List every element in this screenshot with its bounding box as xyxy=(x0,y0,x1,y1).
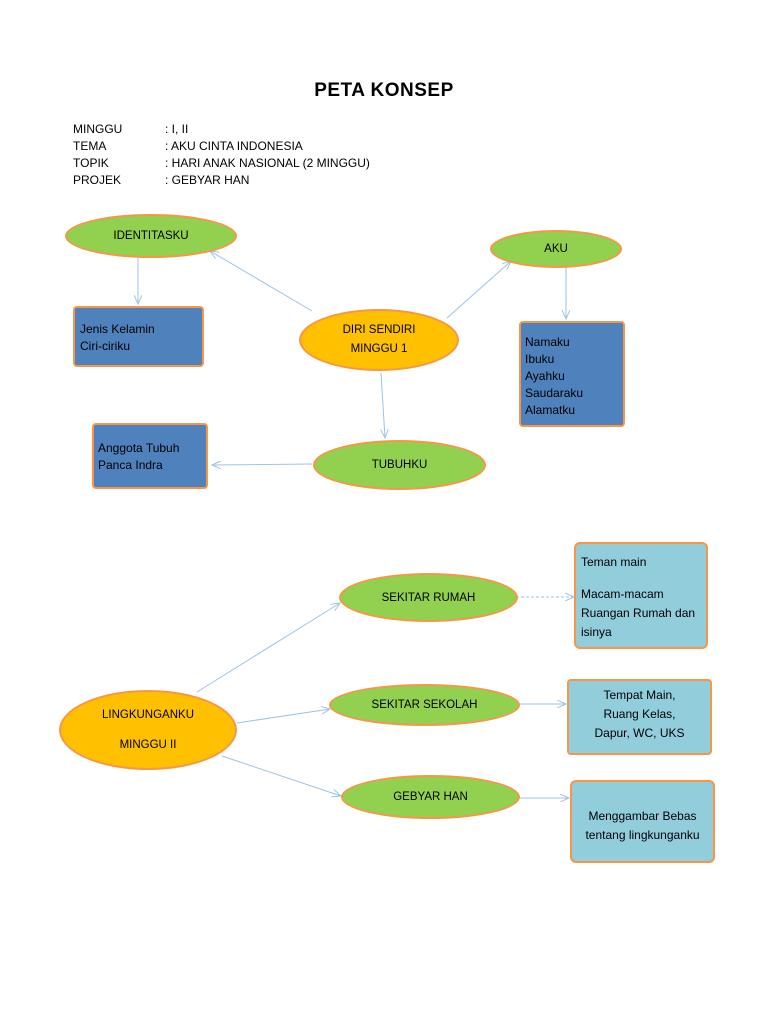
box-line: Saudaraku xyxy=(525,386,584,400)
box-line: Ruangan Rumah dan xyxy=(581,606,696,620)
header-info: MINGGU : I, II TEMA : AKU CINTA INDONESI… xyxy=(73,121,370,189)
node-label-line: MINGGU 1 xyxy=(350,343,408,355)
box-sekolah-detail: Tempat Main, Ruang Kelas, Dapur, WC, UKS xyxy=(567,679,712,755)
box-line: Tempat Main, xyxy=(603,688,676,702)
node-label-line: LINGKUNGANKU xyxy=(101,709,195,721)
box-line: Menggambar Bebas xyxy=(588,809,697,823)
box-line: Ruang Kelas, xyxy=(603,707,676,721)
node-aku: AKU xyxy=(490,230,622,268)
meta-row-tema: TEMA : AKU CINTA INDONESIA xyxy=(73,138,370,155)
page-title: PETA KONSEP xyxy=(314,80,454,101)
node-label: SEKITAR SEKOLAH xyxy=(371,699,478,711)
meta-row-minggu: MINGGU : I, II xyxy=(73,121,370,138)
box-line: Alamatku xyxy=(525,403,576,417)
node-lingkunganku: LINGKUNGANKU MINGGU II xyxy=(59,690,237,770)
meta-value: : GEBYAR HAN xyxy=(165,173,250,187)
box-line: Ciri-ciriku xyxy=(80,339,130,353)
edge-diri-to-identitasku xyxy=(210,251,313,312)
meta-key: PROJEK xyxy=(73,173,122,187)
meta-key: MINGGU xyxy=(73,122,123,136)
node-label: TUBUHKU xyxy=(371,459,428,471)
box-line: Dapur, WC, UKS xyxy=(594,726,685,740)
node-label: AKU xyxy=(544,243,568,255)
box-rumah-detail: Teman main Macam-macam Ruangan Rumah dan… xyxy=(574,542,708,649)
box-line: Namaku xyxy=(525,335,570,349)
box-line: Ibuku xyxy=(525,352,555,366)
meta-key: TEMA xyxy=(73,139,107,153)
box-aku-detail: Namaku Ibuku Ayahku Saudaraku Alamatku xyxy=(519,321,625,427)
box-line: Jenis Kelamin xyxy=(80,322,155,336)
meta-value: : HARI ANAK NASIONAL (2 MINGGU) xyxy=(165,156,370,170)
node-label: SEKITAR RUMAH xyxy=(381,591,476,604)
node-identitasku: IDENTITASKU xyxy=(65,214,237,258)
box-line: isinya xyxy=(581,625,612,639)
edge-lingkunganku-to-sekolah xyxy=(236,709,330,724)
meta-value: : AKU CINTA INDONESIA xyxy=(165,139,303,153)
node-sekitar-sekolah: SEKITAR SEKOLAH xyxy=(329,684,520,726)
box-line: Macam-macam xyxy=(581,587,664,601)
meta-value: : I, II xyxy=(165,122,189,136)
meta-row-projek: PROJEK : GEBYAR HAN xyxy=(73,172,370,189)
meta-row-topik: TOPIK : HARI ANAK NASIONAL (2 MINGGU) xyxy=(73,155,370,172)
node-label: GEBYAR HAN xyxy=(393,791,468,803)
node-tubuhku: TUBUHKU xyxy=(313,440,486,490)
box-tubuh-detail: Anggota Tubuh Panca Indra xyxy=(92,423,208,489)
node-sekitar-rumah: SEKITAR RUMAH xyxy=(339,573,518,622)
edge-diri-to-tubuhku xyxy=(381,372,385,438)
box-line: Anggota Tubuh xyxy=(98,441,180,455)
box-gebyar-detail: Menggambar Bebas tentang lingkunganku xyxy=(570,780,715,863)
meta-key: TOPIK xyxy=(73,156,109,170)
box-line: Ayahku xyxy=(525,369,565,383)
edge-tubuhku-to-box xyxy=(212,464,313,465)
node-label-line: MINGGU II xyxy=(119,739,177,751)
edge-diri-to-aku xyxy=(446,261,511,319)
box-identitas-detail: Jenis Kelamin Ciri-ciriku xyxy=(73,306,204,367)
node-label-line: DIRI SENDIRI xyxy=(342,324,416,336)
box-line: Teman main xyxy=(581,555,647,569)
box-line: Panca Indra xyxy=(98,458,163,472)
edge-lingkunganku-to-rumah xyxy=(196,603,340,693)
node-gebyar-han: GEBYAR HAN xyxy=(341,775,520,819)
node-diri-sendiri: DIRI SENDIRI MINGGU 1 xyxy=(299,309,459,371)
box-line: tentang lingkunganku xyxy=(585,828,700,842)
edge-lingkunganku-to-gebyar xyxy=(221,755,341,796)
node-label: IDENTITASKU xyxy=(113,230,189,242)
